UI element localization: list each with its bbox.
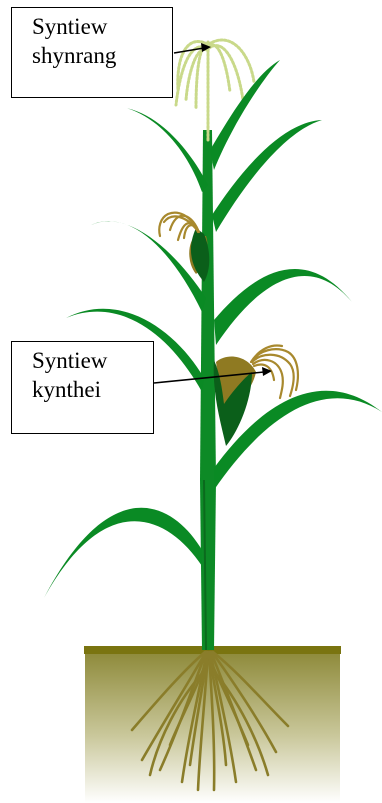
ear-silk-label-line2: kynthei: [32, 375, 153, 404]
stem: [200, 130, 216, 650]
ear-silk-label-line1: Syntiew: [32, 346, 153, 375]
leaf-left-4: [44, 508, 202, 598]
tassel-label: Syntiew shynrang: [11, 7, 173, 98]
tassel-label-line1: Syntiew: [32, 12, 172, 41]
tassel-label-line2: shynrang: [32, 41, 172, 70]
tassel: [176, 40, 254, 140]
ear-silk-label: Syntiew kynthei: [11, 341, 154, 434]
leaf-right-3: [214, 269, 352, 345]
leaf-upper-left: [126, 108, 208, 192]
leaf-left-2: [91, 221, 206, 312]
